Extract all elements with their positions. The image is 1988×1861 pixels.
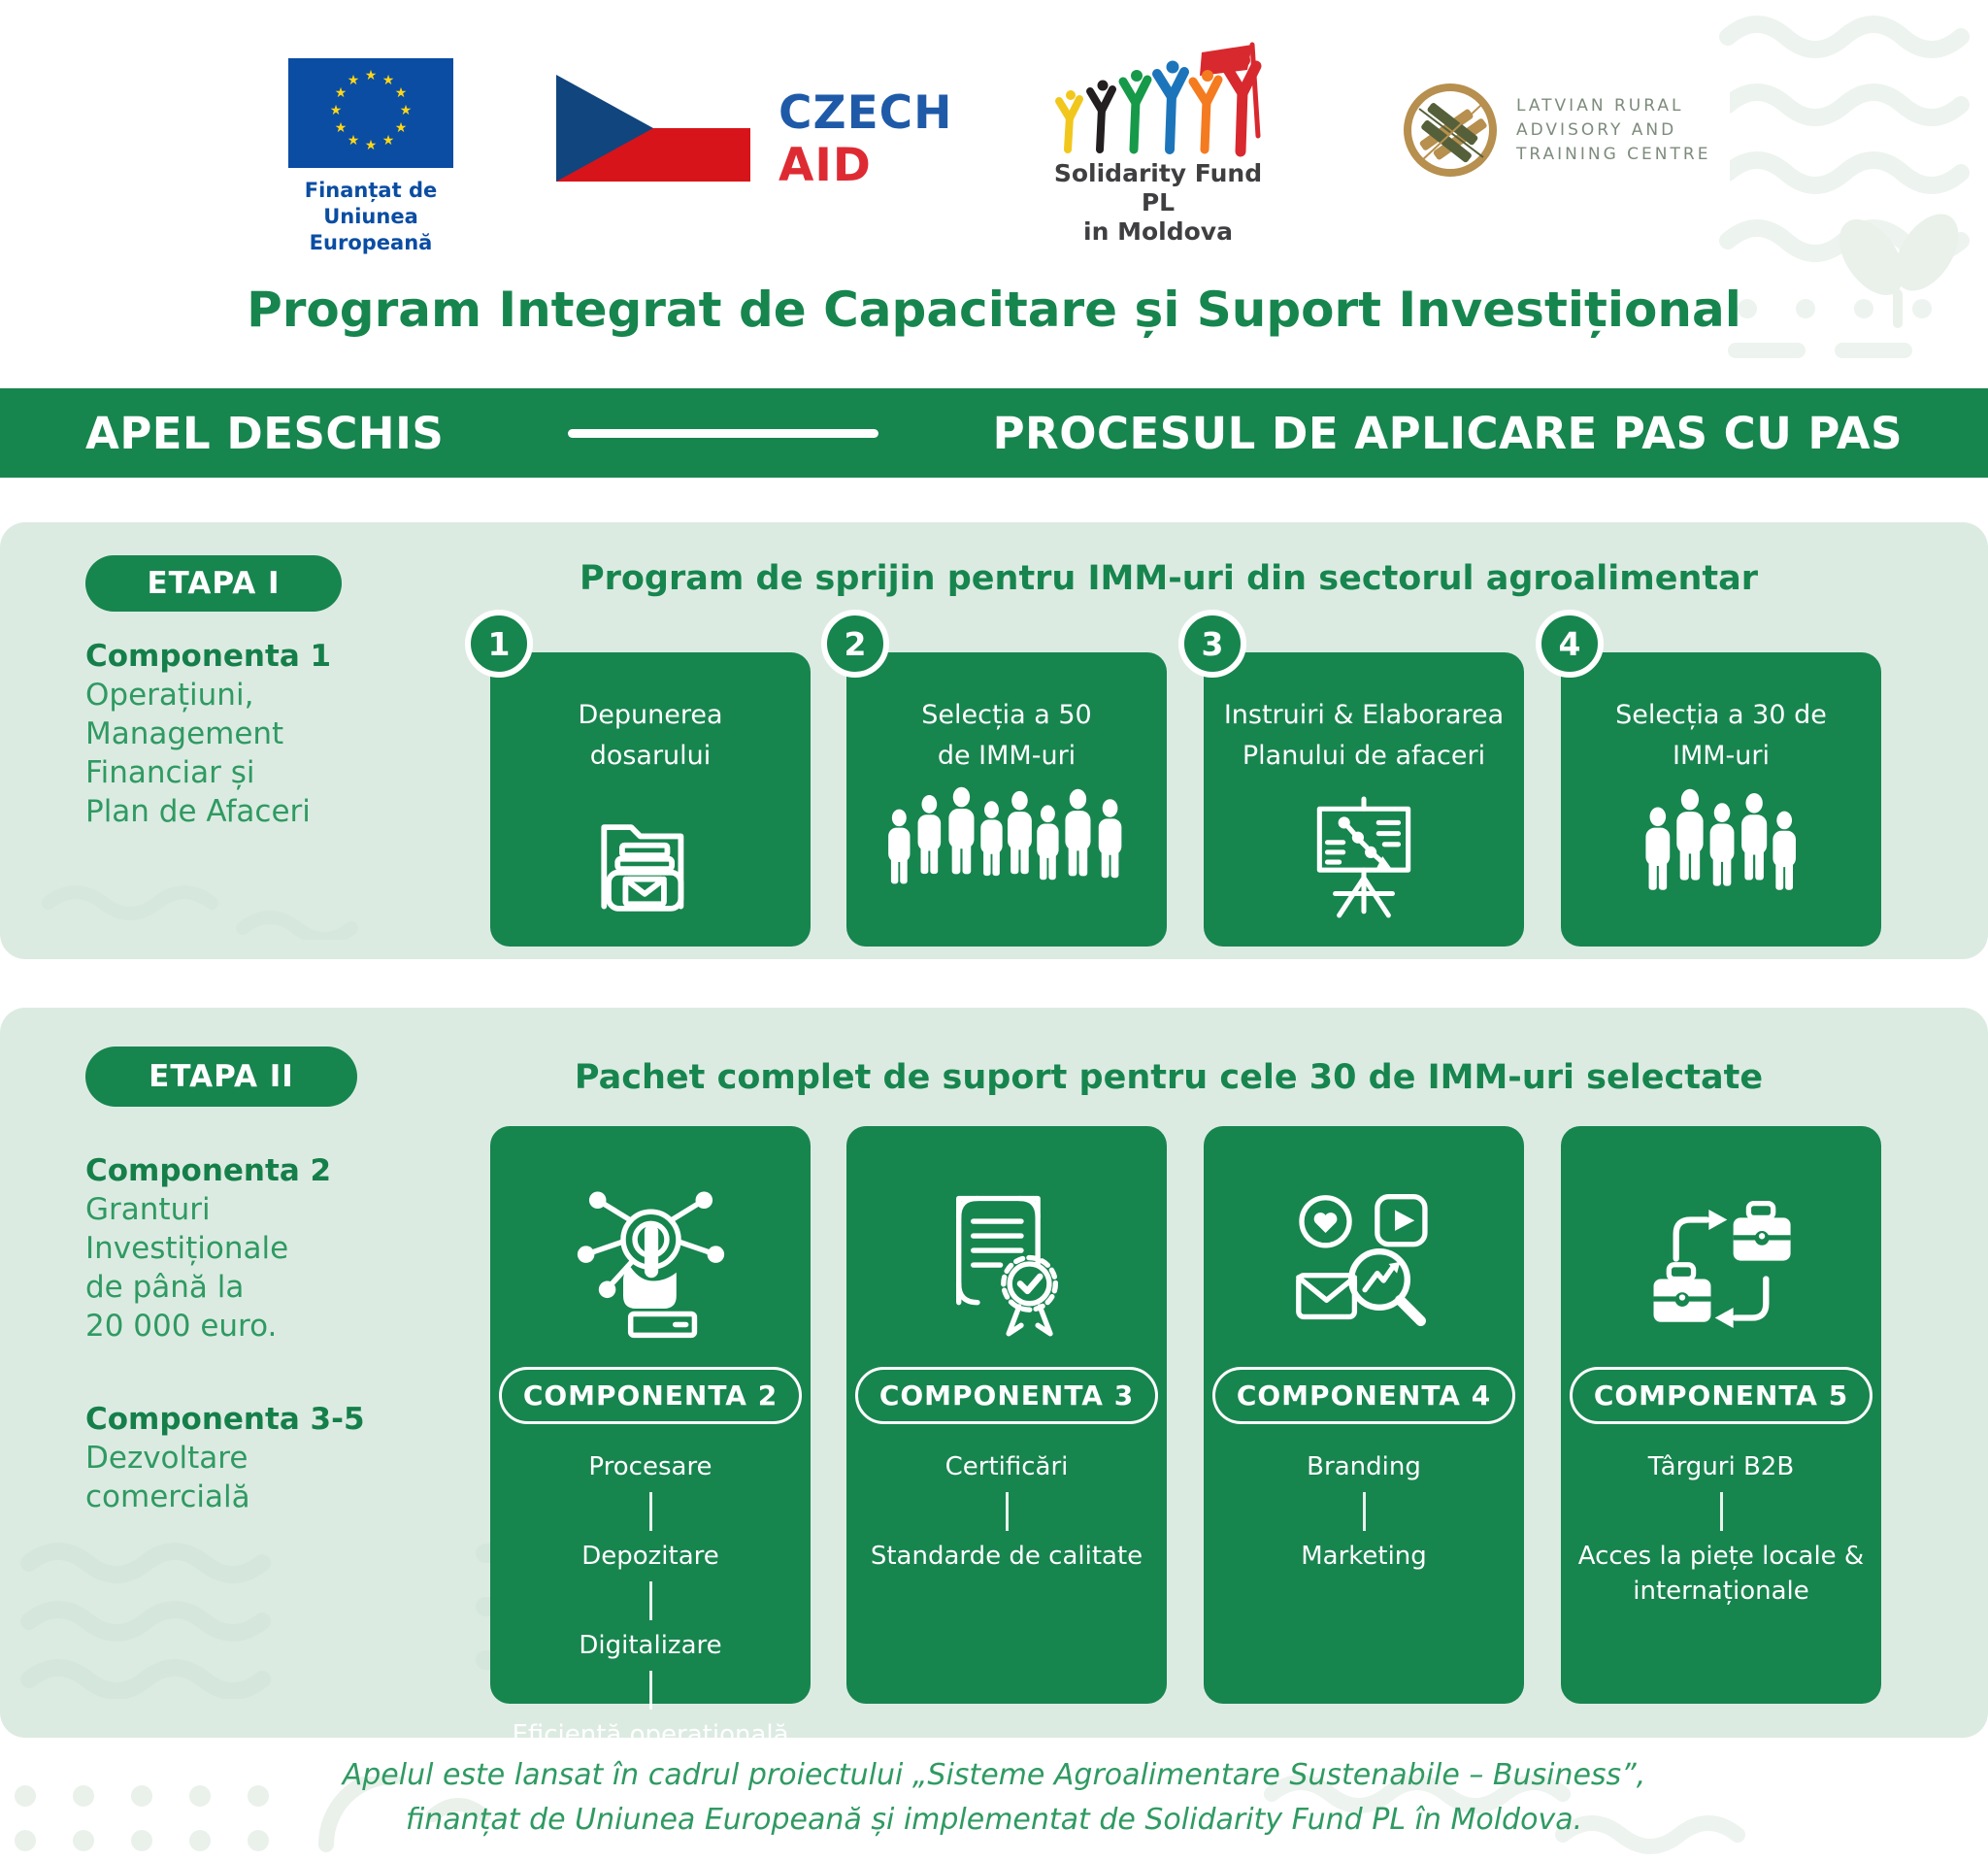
etapa-2-sidebar-componenta-3-5: Componenta 3-5 Dezvoltare comercială — [85, 1400, 365, 1516]
step-card-1: 1 Depunerea dosarului — [465, 610, 811, 947]
item-divider — [1005, 1492, 1009, 1531]
item-divider — [648, 1581, 652, 1620]
componenta-4-label: COMPONENTA 4 — [1211, 1367, 1516, 1424]
footer-line2: finanțat de Uniunea Europeană și impleme… — [405, 1803, 1583, 1837]
component-item: Eficiență operațională — [512, 1720, 789, 1749]
footer-note: Apelul este lansat în cadrul proiectului… — [0, 1753, 1988, 1843]
wave-pattern-decoration — [42, 885, 358, 940]
eu-flag-icon: ★ ★ ★ ★ ★ ★ ★ ★ ★ ★ ★ ★ — [288, 58, 453, 168]
solidarity-line2: in Moldova — [1083, 217, 1233, 246]
step-card-2: 2 Selecția a 50 de IMM-uri — [821, 610, 1167, 947]
briefcase-exchange-icon — [1653, 1201, 1791, 1329]
step-card-4: 4 Selecția a 30 de IMM-uri — [1536, 610, 1881, 947]
people-crowd-icon — [888, 786, 1122, 884]
eu-star-icon: ★ — [347, 133, 360, 149]
etapa-1-heading: Program de sprijin pentru IMM-uri din se… — [579, 559, 1759, 598]
componenta-3-card: COMPONENTA 3 Certificări Standarde de ca… — [846, 1126, 1167, 1704]
componenta-5-items: Târguri B2B Acces la piețe locale & inte… — [1561, 1449, 1881, 1609]
etapa-2-section: ETAPA II Pachet complet de suport pentru… — [0, 1008, 1988, 1749]
czech-aid-line2: AID — [779, 139, 872, 192]
componenta-5-card: COMPONENTA 5 Târguri B2B Acces la piețe … — [1561, 1126, 1881, 1704]
czech-aid-line1: CZECH — [779, 86, 953, 140]
footer-line1: Apelul este lansat în cadrul proiectului… — [342, 1758, 1646, 1792]
eu-star-icon: ★ — [334, 85, 348, 101]
etapa-1-sidebar: Componenta 1 Operațiuni, Management Fina… — [85, 637, 331, 831]
eu-logo: ★ ★ ★ ★ ★ ★ ★ ★ ★ ★ ★ ★ Finanțat de Uniu… — [279, 58, 463, 256]
banner-left-label: APEL DESCHIS — [85, 407, 445, 459]
component-item: Standarde de calitate — [870, 1542, 1143, 1571]
componenta-4-card: COMPONENTA 4 Branding Marketing — [1204, 1126, 1524, 1704]
componenta-3-label: COMPONENTA 3 — [854, 1367, 1159, 1424]
call-banner: APEL DESCHIS PROCESUL DE APLICARE PAS CU… — [0, 388, 1988, 478]
component-item: Acces la piețe locale & internaționale — [1577, 1542, 1865, 1606]
component-item: Târguri B2B — [1647, 1452, 1795, 1481]
componenta-3-5-description: Dezvoltare comercială — [85, 1441, 250, 1514]
eu-star-icon: ★ — [334, 120, 348, 136]
latvian-centre-name: LATVIAN RURAL ADVISORY AND TRAINING CENT… — [1516, 95, 1711, 164]
eu-star-icon: ★ — [381, 73, 395, 88]
step-number-badge: 1 — [465, 610, 533, 678]
etapa-1-section: ETAPA I Program de sprijin pentru IMM-ur… — [0, 522, 1988, 959]
solidarity-line1: Solidarity Fund PL — [1053, 159, 1263, 216]
component-item: Digitalizare — [579, 1631, 722, 1660]
step-label: Selecția a 30 de IMM-uri — [1615, 700, 1827, 771]
solidarity-figures-icon — [1055, 42, 1262, 157]
people-group-icon — [1645, 788, 1796, 890]
eu-star-icon: ★ — [399, 103, 413, 118]
step-card-3: 3 Instruiri & Elaborarea Planului de afa… — [1178, 610, 1524, 947]
marketing-icon — [1296, 1194, 1428, 1326]
eu-star-icon: ★ — [381, 133, 395, 149]
page-title: Program Integrat de Capacitare și Suport… — [247, 282, 1741, 338]
eu-star-icon: ★ — [364, 138, 378, 153]
presentation-chart-icon — [1316, 796, 1411, 918]
componenta-2-title: Componenta 2 — [85, 1153, 332, 1188]
step-number-badge: 3 — [1178, 610, 1246, 678]
componenta-5-label: COMPONENTA 5 — [1569, 1367, 1873, 1424]
component-item: Branding — [1307, 1452, 1421, 1481]
eu-star-icon: ★ — [364, 68, 378, 83]
eu-star-icon: ★ — [347, 73, 360, 88]
step-label: Depunerea dosarului — [578, 700, 723, 771]
eu-star-icon: ★ — [394, 85, 408, 101]
latvian-emblem-icon — [1404, 83, 1497, 177]
folder-documents-icon — [601, 824, 684, 912]
czech-aid-logo: CZECH AID — [779, 87, 953, 192]
etapa-2-badge: ETAPA II — [85, 1047, 357, 1107]
solidarity-fund-logo: Solidarity Fund PL in Moldova — [1037, 41, 1279, 247]
component-item: Procesare — [588, 1452, 712, 1481]
item-divider — [648, 1492, 652, 1531]
item-divider — [648, 1671, 652, 1710]
componenta-4-items: Branding Marketing — [1204, 1449, 1524, 1574]
component-item: Marketing — [1301, 1542, 1427, 1571]
step-label: Selecția a 50 de IMM-uri — [921, 700, 1092, 771]
item-divider — [1719, 1492, 1723, 1531]
step-label: Instruiri & Elaborarea Planului de aface… — [1223, 700, 1505, 771]
componenta-1-description: Operațiuni, Management Financiar și Plan… — [85, 678, 311, 829]
componenta-2-card: COMPONENTA 2 Procesare Depozitare Digita… — [490, 1126, 811, 1749]
component-item: Depozitare — [581, 1542, 719, 1571]
eu-star-icon: ★ — [394, 120, 408, 136]
etapa-1-badge: ETAPA I — [85, 555, 342, 612]
certificate-icon — [956, 1195, 1059, 1337]
componenta-2-items: Procesare Depozitare Digitalizare Eficie… — [490, 1449, 811, 1752]
etapa-2-sidebar-componenta-2: Componenta 2 Granturi Investiționale de … — [85, 1151, 331, 1346]
componenta-3-items: Certificări Standarde de calitate — [846, 1449, 1167, 1574]
componenta-3-5-title: Componenta 3-5 — [85, 1402, 365, 1437]
componenta-2-description: Granturi Investiționale de până la 20 00… — [85, 1192, 289, 1344]
latvian-centre-logo: LATVIAN RURAL ADVISORY AND TRAINING CENT… — [1400, 71, 1730, 189]
item-divider — [1362, 1492, 1366, 1531]
etapa-2-heading: Pachet complet de suport pentru cele 30 … — [574, 1058, 1764, 1097]
czech-flag-icon — [556, 75, 750, 182]
eu-star-icon: ★ — [329, 103, 343, 118]
digital-network-icon — [577, 1191, 724, 1339]
wave-pattern-decoration — [20, 1543, 271, 1699]
banner-divider — [567, 428, 878, 438]
step-number-badge: 2 — [821, 610, 889, 678]
componenta-1-title: Componenta 1 — [85, 639, 332, 674]
banner-right-label: PROCESUL DE APLICARE PAS CU PAS — [992, 407, 1903, 459]
component-item: Certificări — [944, 1452, 1069, 1481]
step-number-badge: 4 — [1536, 610, 1604, 678]
componenta-2-label: COMPONENTA 2 — [498, 1367, 803, 1424]
eu-logo-caption: Finanțat de Uniunea Europeană — [304, 179, 438, 254]
